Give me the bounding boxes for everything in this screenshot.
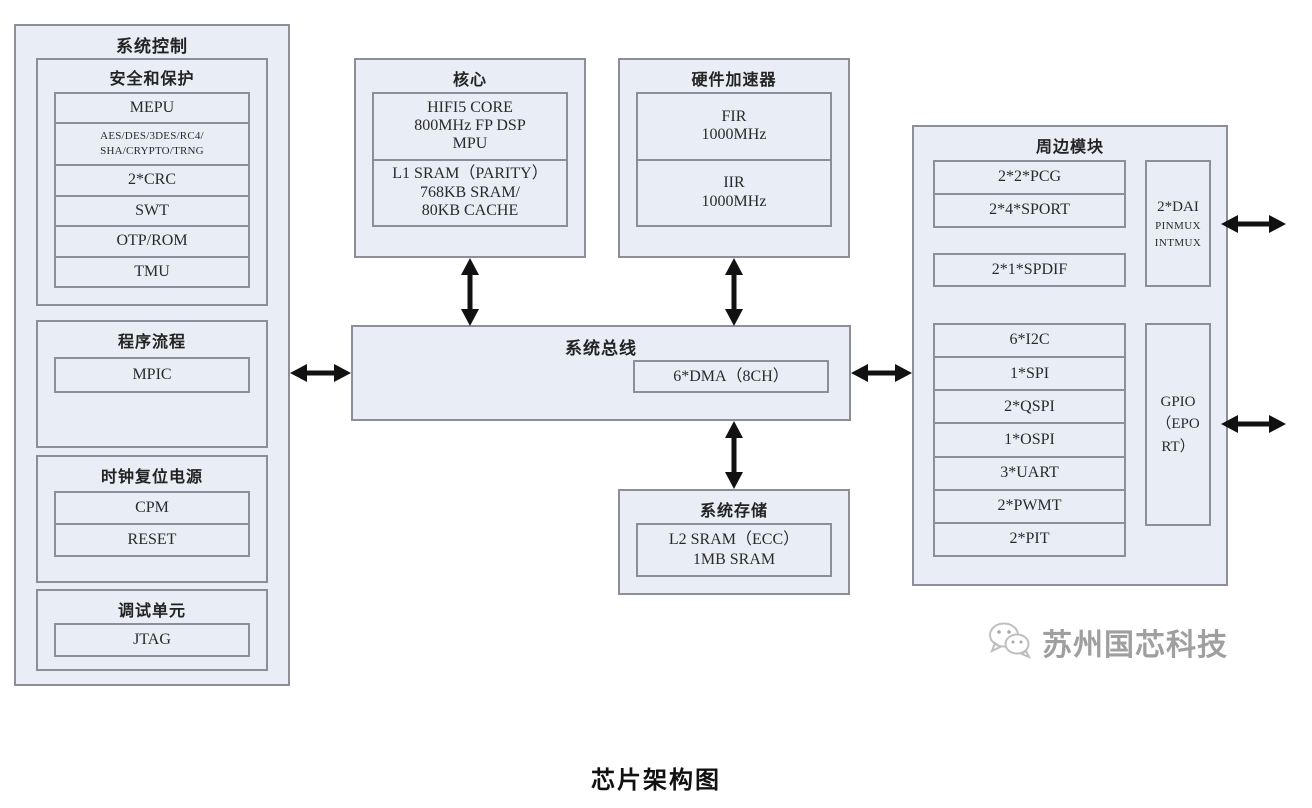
peripheral-item-ospi[interactable]: 1*OSPI — [935, 424, 1124, 458]
wechat-icon — [988, 621, 1032, 664]
watermark-text: 苏州国芯科技 — [1042, 628, 1228, 663]
peripheral-item-i2c[interactable]: 6*I2C — [935, 325, 1124, 359]
peripheral-item-pit[interactable]: 2*PIT — [1009, 530, 1050, 548]
dai-label-main: 2*DAI — [1157, 198, 1199, 215]
page-caption: 芯片架构图 — [591, 766, 721, 794]
clock-item-reset[interactable]: RESET — [127, 530, 177, 548]
system-bus-title: 系统总线 — [565, 339, 637, 359]
arrow-hwaccel-to-bus — [723, 258, 745, 326]
dai-label-pinmux: PINMUX — [1155, 220, 1201, 233]
security-group-title: 安全和保护 — [109, 69, 195, 88]
program-flow-title: 程序流程 — [117, 332, 186, 351]
core-cell-list: HIFI5 CORE 800MHz FP DSP MPU L1 SRAM（PAR… — [372, 92, 568, 227]
peripheral-item-pwmt[interactable]: 2*PWMT — [935, 491, 1124, 524]
peripheral-gpio-block[interactable]: GPIO （EPO RT） — [1145, 323, 1211, 526]
watermark: 苏州国芯科技 — [988, 620, 1228, 664]
security-item-tmu[interactable]: TMU — [134, 262, 170, 280]
arrow-dai-external — [1221, 213, 1286, 235]
arrow-bus-to-peripherals — [851, 362, 912, 384]
hw-accel-cell-list: FIR 1000MHz IIR 1000MHz — [636, 92, 832, 227]
clock-reset-power-item-list: CPM RESET — [54, 491, 250, 557]
program-flow-item-mpic[interactable]: MPIC — [132, 365, 172, 383]
debug-item-jtag[interactable]: JTAG — [133, 630, 171, 648]
dma-block[interactable]: 6*DMA（8CH） — [633, 360, 829, 393]
clock-reset-power-title: 时钟复位电源 — [100, 467, 203, 486]
peripheral-item-pcg[interactable]: 2*2*PCG — [935, 162, 1124, 195]
system-memory-cell-l2-sram[interactable]: L2 SRAM（ECC） 1MB SRAM — [636, 523, 832, 577]
system-memory-title: 系统存储 — [699, 501, 768, 520]
security-item-list: MEPU AES/DES/3DES/RC4/ SHA/CRYPTO/TRNG 2… — [54, 92, 250, 288]
program-flow-item-list: MPIC — [54, 357, 250, 393]
peripheral-dai-block[interactable]: 2*DAI PINMUX INTMUX — [1145, 160, 1211, 287]
hw-accel-title: 硬件加速器 — [691, 70, 777, 89]
peripheral-item-spdif[interactable]: 2*1*SPDIF — [933, 253, 1126, 287]
security-item-mepu[interactable]: MEPU — [56, 94, 248, 125]
security-item-otp-rom[interactable]: OTP/ROM — [56, 227, 248, 258]
peripheral-item-uart[interactable]: 3*UART — [935, 458, 1124, 491]
debug-unit-item-list: JTAG — [54, 623, 250, 657]
hw-accel-cell-fir[interactable]: FIR 1000MHz — [638, 94, 830, 161]
debug-unit-title: 调试单元 — [117, 601, 186, 620]
security-item-swt[interactable]: SWT — [56, 197, 248, 228]
core-cell-l1-sram[interactable]: L1 SRAM（PARITY） 768KB SRAM/ 80KB CACHE — [392, 165, 548, 219]
system-control-title: 系统控制 — [116, 37, 188, 57]
peripheral-item-spi[interactable]: 1*SPI — [935, 358, 1124, 392]
clock-item-cpm[interactable]: CPM — [56, 493, 248, 525]
core-cell-cpu[interactable]: HIFI5 CORE 800MHz FP DSP MPU — [374, 94, 566, 161]
dai-label-intmux: INTMUX — [1154, 236, 1202, 249]
core-title: 核心 — [452, 70, 487, 89]
peripheral-item-qspi[interactable]: 2*QSPI — [935, 391, 1124, 425]
peripheral-serial-list: 6*I2C 1*SPI 2*QSPI 1*OSPI 3*UART 2*PWMT … — [933, 323, 1126, 557]
peripheral-audio-list: 2*2*PCG 2*4*SPORT — [933, 160, 1126, 228]
arrow-core-to-bus — [459, 258, 481, 326]
security-item-crypto[interactable]: AES/DES/3DES/RC4/ SHA/CRYPTO/TRNG — [56, 124, 248, 167]
peripheral-item-sport[interactable]: 2*4*SPORT — [989, 201, 1070, 219]
arrow-system-control-to-bus — [290, 362, 351, 384]
peripherals-title: 周边模块 — [1035, 137, 1104, 156]
hw-accel-cell-iir[interactable]: IIR 1000MHz — [701, 174, 767, 210]
arrow-gpio-external — [1221, 413, 1286, 435]
arrow-bus-to-system-memory — [723, 421, 745, 489]
security-item-crc[interactable]: 2*CRC — [56, 166, 248, 197]
